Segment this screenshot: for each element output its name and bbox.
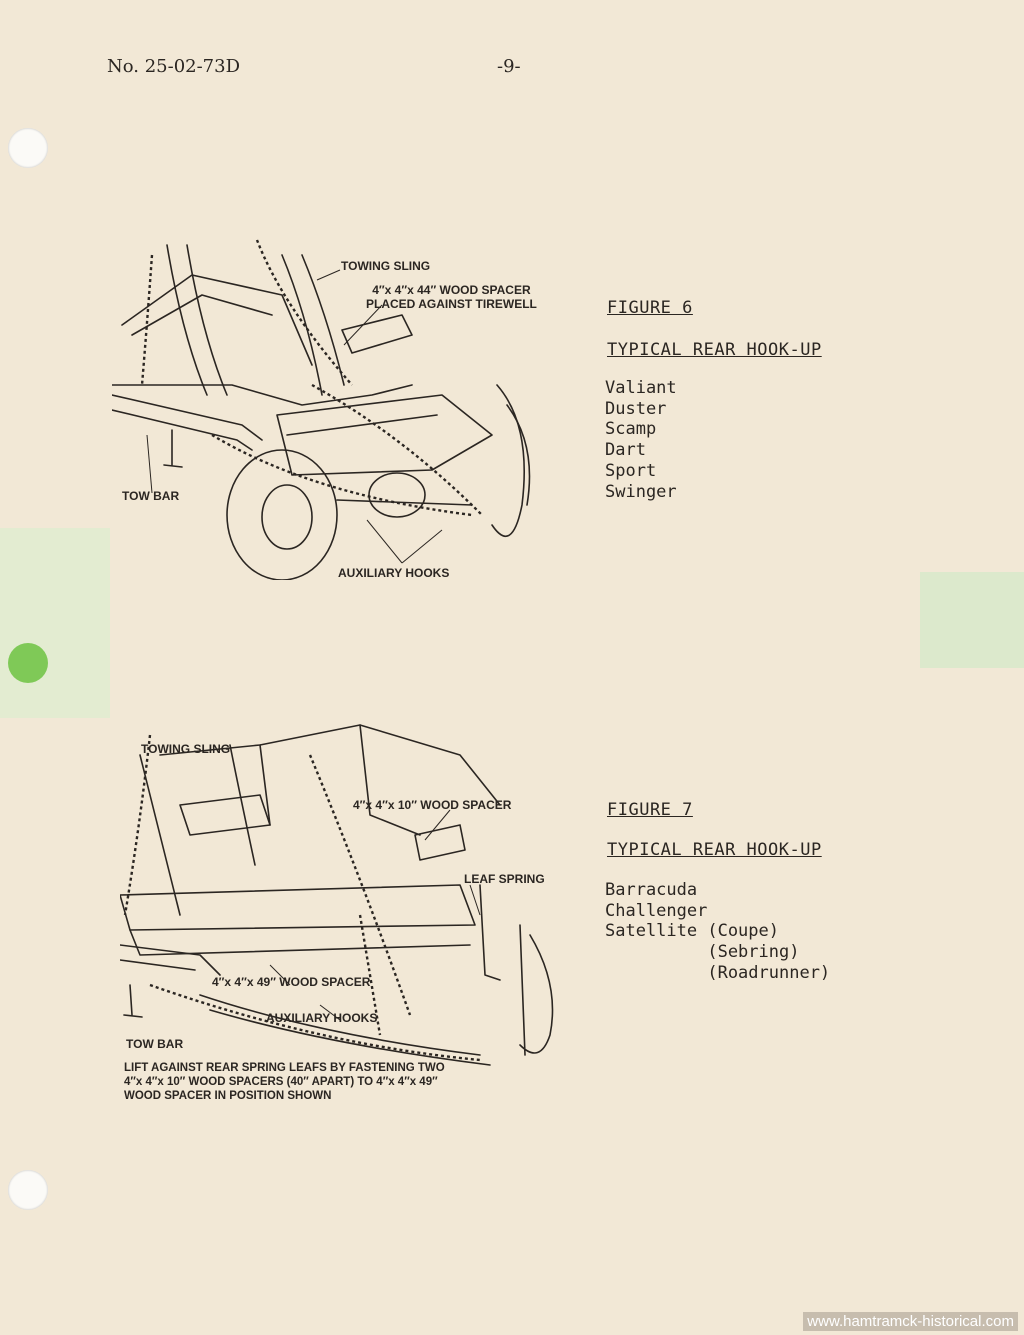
fig7-towing-sling-label: TOWING SLING xyxy=(141,742,231,756)
page-number: -9- xyxy=(497,56,521,77)
punch-hole-top xyxy=(8,128,48,168)
figure7-subtitle: TYPICAL REAR HOOK-UP xyxy=(607,840,822,860)
model-item: Challenger xyxy=(605,900,708,921)
model-item: Dart xyxy=(605,440,646,461)
fig6-auxiliary-hooks-label: AUXILIARY HOOKS xyxy=(338,566,450,580)
punch-hole-bottom xyxy=(8,1170,48,1210)
fig7-wood-spacer-49-label: 4″x 4″x 49″ WOOD SPACER xyxy=(212,975,371,989)
fig7-tow-bar-label: TOW BAR xyxy=(126,1037,184,1051)
green-tint-left xyxy=(0,528,110,718)
model-item: Sport xyxy=(605,460,657,481)
figure6-title: FIGURE 6 xyxy=(607,298,693,318)
fig7-caption: LIFT AGAINST REAR SPRING LEAFS BY FASTEN… xyxy=(124,1062,445,1102)
fig7-leaf-spring-label: LEAF SPRING xyxy=(464,872,545,886)
figure6-model-list: Valiant Duster Scamp Dart Sport Swinger xyxy=(605,378,677,502)
document-number: No. 25-02-73D xyxy=(107,56,241,77)
fig6-tow-bar-label: TOW BAR xyxy=(122,489,180,503)
model-item: Swinger xyxy=(605,481,677,502)
model-item: Valiant xyxy=(605,378,677,398)
green-tint-right xyxy=(920,572,1024,668)
figure7-title: FIGURE 7 xyxy=(607,800,693,820)
model-item: Scamp xyxy=(605,419,657,440)
punch-hole-middle xyxy=(8,643,48,683)
figure6-illustration xyxy=(112,239,531,580)
model-item: Duster xyxy=(605,398,667,419)
fig7-auxiliary-hooks-label: AUXILIARY HOOKS xyxy=(266,1011,378,1025)
site-watermark: www.hamtramck-historical.com xyxy=(803,1312,1018,1331)
fig7-wood-spacer-10-label: 4″x 4″x 10″ WOOD SPACER xyxy=(353,798,512,812)
fig6-wood-spacer-label: 4″x 4″x 44″ WOOD SPACER PLACED AGAINST T… xyxy=(366,283,537,311)
model-item: (Sebring) xyxy=(605,942,800,963)
figure6-subtitle: TYPICAL REAR HOOK-UP xyxy=(607,340,822,360)
model-item: (Roadrunner) xyxy=(605,962,831,983)
figure7-illustration xyxy=(120,724,554,1066)
model-item: Satellite (Coupe) xyxy=(605,921,779,942)
fig6-towing-sling-label: TOWING SLING xyxy=(341,259,431,273)
model-item: Barracuda xyxy=(605,880,698,900)
figure7-model-list: Barracuda Challenger Satellite (Coupe) (… xyxy=(605,880,830,984)
